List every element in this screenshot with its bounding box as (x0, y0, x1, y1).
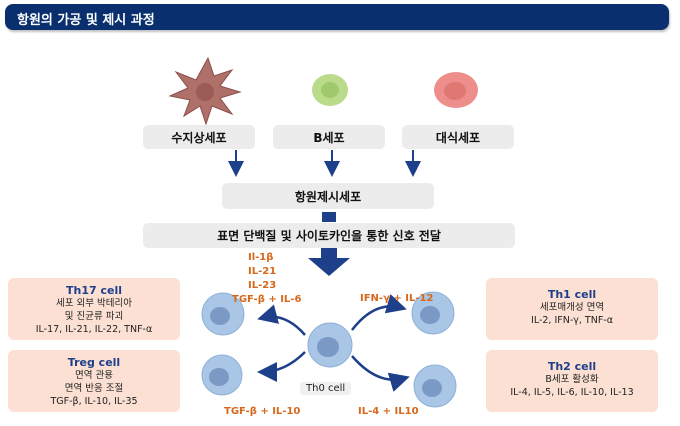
th0-cell-label: Th0 cell (300, 382, 352, 395)
th17-title: Th17 cell (66, 284, 122, 297)
header-bar: 항원의 가공 및 제시 과정 (5, 4, 669, 30)
th2-t-cell (413, 364, 457, 408)
cytokine-il4-il10: IL-4 + IL10 (358, 406, 419, 417)
signal-transduction-label: 표면 단백질 및 사이토카인을 통한 신호 전달 (143, 223, 515, 248)
cytokine-tgfb-il6: TGF-β + IL-6 (232, 294, 302, 305)
th17-line-3: IL-17, IL-21, IL-22, TNF-α (35, 324, 153, 335)
apc-label: 항원제시세포 (222, 183, 434, 209)
differentiation-arrows (257, 294, 410, 392)
macrophage-label: 대식세포 (402, 125, 514, 149)
dendritic-cell-image (168, 56, 242, 126)
cytokine-il21: IL-21 (248, 266, 277, 277)
th0-t-cell (307, 322, 353, 368)
treg-line-1: 면역 관용 (75, 370, 113, 381)
dendritic-cell-label: 수지상세포 (143, 125, 255, 149)
treg-line-2: 면역 반응 조절 (64, 383, 124, 394)
th1-box: Th1 cell 세포매개성 면역 IL-2, IFN-γ, TNF-α (486, 278, 658, 340)
b-cell-label: B세포 (273, 125, 385, 149)
big-down-arrow (308, 248, 350, 276)
b-cell-image (312, 74, 348, 106)
th2-line-2: IL-4, IL-5, IL-6, IL-10, IL-13 (510, 387, 634, 398)
th1-title: Th1 cell (547, 288, 597, 301)
th2-title: Th2 cell (547, 360, 597, 373)
page-title: 항원의 가공 및 제시 과정 (17, 13, 155, 28)
macrophage-image (434, 72, 478, 108)
th1-line-1: 세포매개성 면역 (539, 302, 605, 313)
cytokine-il1b: Il-1β (248, 252, 274, 263)
th1-t-cell (411, 291, 455, 335)
th2-box: Th2 cell B세포 활성화 IL-4, IL-5, IL-6, IL-10… (486, 350, 658, 412)
treg-title: Treg cell (67, 356, 121, 369)
cytokine-tgfb-il10: TGF-β + IL-10 (224, 406, 301, 417)
th17-line-2: 및 진균류 파괴 (64, 311, 124, 322)
down-arrows (228, 150, 421, 177)
th17-box: Th17 cell 세포 외부 박테리아 및 진균류 파괴 IL-17, IL-… (8, 278, 180, 340)
th1-line-2: IL-2, IFN-γ, TNF-α (531, 315, 613, 326)
cytokine-ifng-il12: IFN-γ + IL-12 (360, 293, 434, 304)
treg-line-3: TGF-β, IL-10, IL-35 (50, 396, 138, 407)
cytokine-il23: IL-23 (248, 280, 277, 291)
th2-line-1: B세포 활성화 (545, 374, 599, 385)
connector-bar (322, 212, 336, 222)
treg-t-cell (201, 354, 243, 396)
th17-line-1: 세포 외부 박테리아 (56, 298, 132, 309)
treg-box: Treg cell 면역 관용 면역 반응 조절 TGF-β, IL-10, I… (8, 350, 180, 412)
th17-t-cell (201, 292, 245, 336)
